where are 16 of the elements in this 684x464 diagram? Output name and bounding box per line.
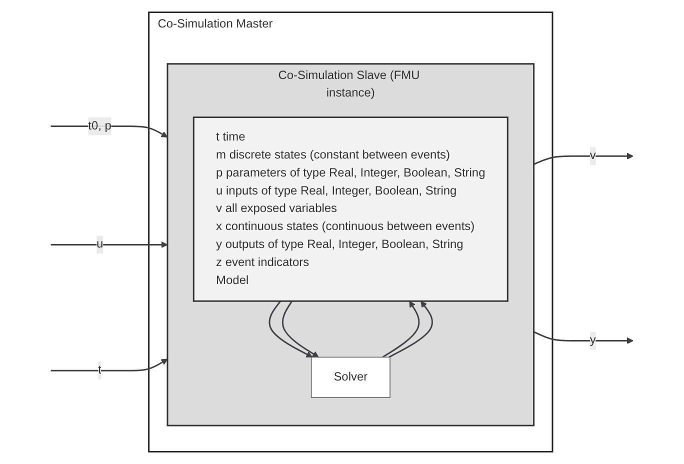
arrow <box>282 300 319 358</box>
edge-label: t <box>98 364 102 377</box>
arrow <box>534 152 634 166</box>
edge-label: y <box>590 334 596 347</box>
arrow <box>382 300 420 358</box>
node-box: Solver <box>310 356 390 398</box>
arrow <box>50 126 168 138</box>
edge-label: u <box>96 238 104 251</box>
node-box: t time m discrete states (constant between events) p parameters of type Real, Integer, Boolean, String u inputs of type Real, Integer, Boolean, String v all exposed variables x continuous states (continuous between events) y outputs of type Real, Integer, Boolean, String z event indicators Model <box>192 116 508 302</box>
arrow <box>50 358 168 372</box>
arrow <box>533 331 634 344</box>
edge-label: t0, p <box>88 120 112 132</box>
arrow <box>50 241 168 248</box>
arrow <box>268 300 313 358</box>
arrow <box>388 300 433 358</box>
edge-label: v <box>590 149 596 162</box>
